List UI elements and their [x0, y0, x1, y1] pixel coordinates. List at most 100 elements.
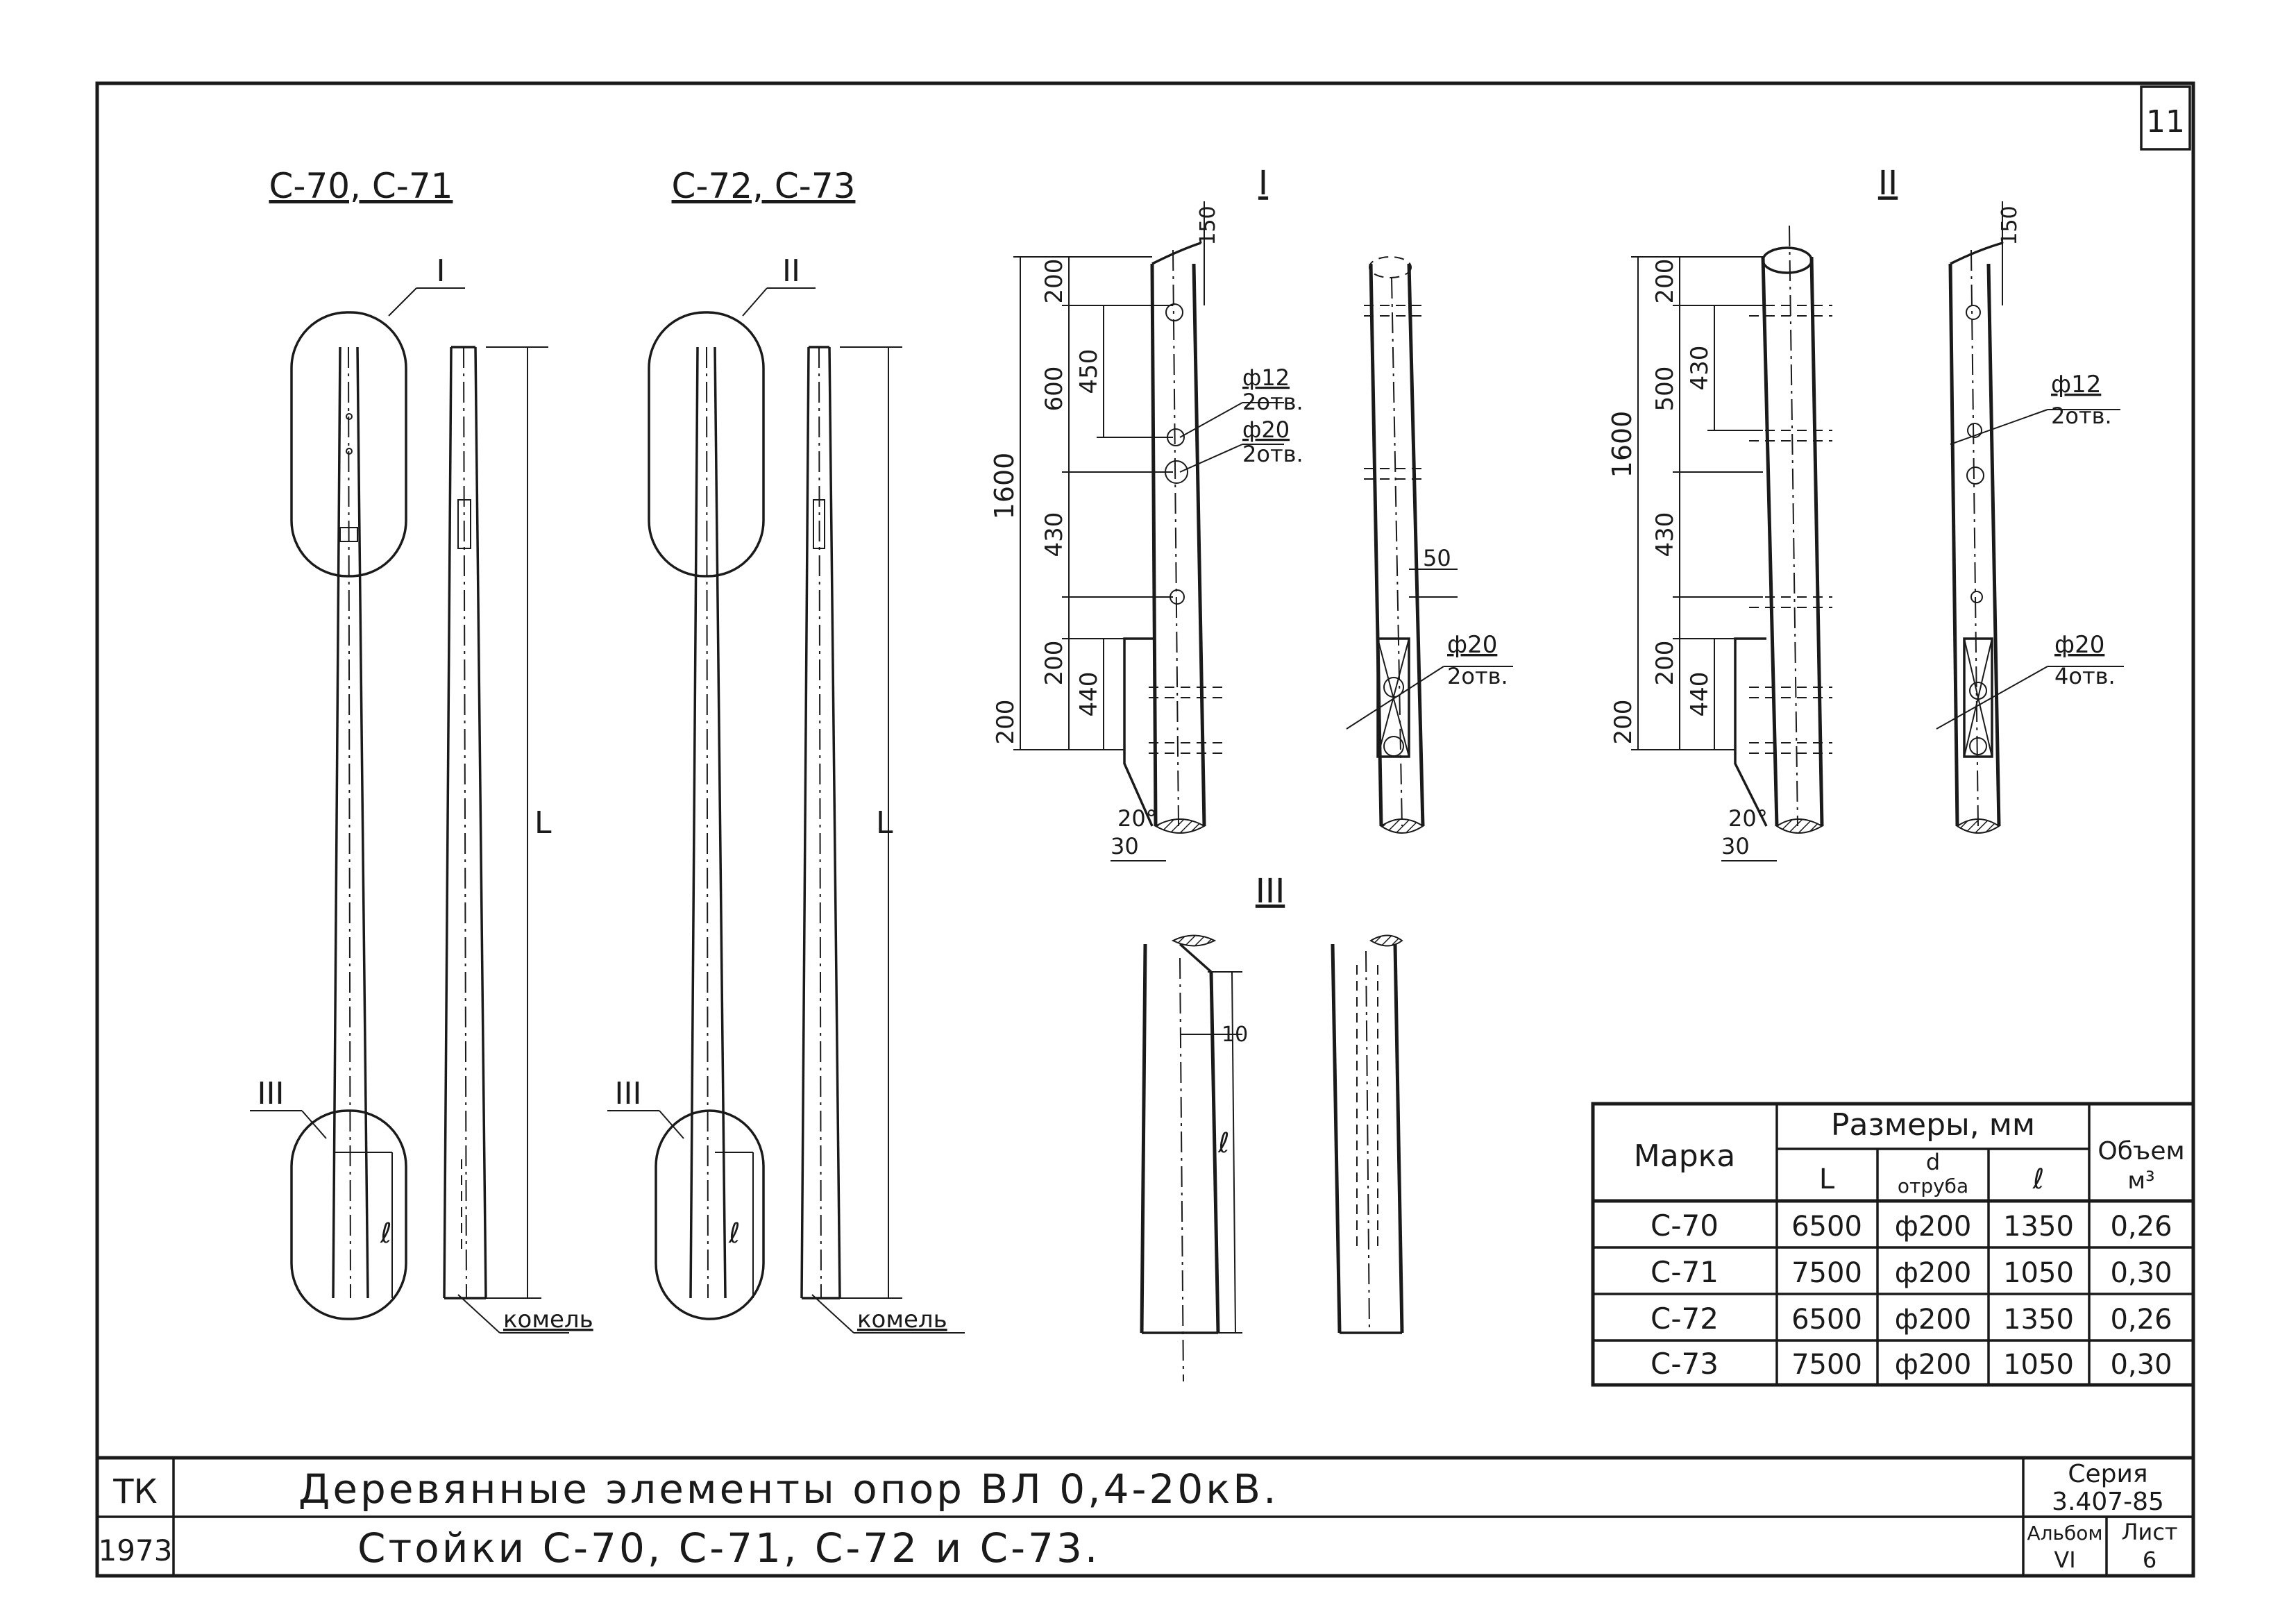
- detail-2: II 200 500 430 1600 430 200: [1607, 164, 2124, 861]
- d2-dim-20deg: 20°: [1728, 805, 1768, 832]
- sheet-value: 6: [2143, 1547, 2156, 1573]
- d1-dim-440: 440: [1075, 672, 1103, 717]
- d1-hole-12-count: 2отв.: [1242, 389, 1303, 415]
- sheet-label: Лист: [2121, 1519, 2177, 1545]
- detail-3-title: III: [1256, 872, 1285, 911]
- d2-dim-200-top: 200: [1651, 259, 1679, 304]
- detail-1-title: I: [1258, 164, 1268, 203]
- d3-dim-10: 10: [1222, 1023, 1248, 1047]
- row-d: ф200: [1895, 1304, 1972, 1336]
- sheet-frame: [95, 81, 2195, 1578]
- row-mark: С-72: [1651, 1302, 1719, 1336]
- title-block: ТК 1973 Деревянные элементы опор ВЛ 0,4-…: [97, 1456, 2193, 1576]
- d1-dim-30: 30: [1111, 833, 1139, 859]
- pole-a-dim-L: L: [534, 805, 552, 841]
- detail-1: I 200 600 450 1600 430 200 440: [989, 164, 1513, 861]
- table-col-volume-unit: м³: [2127, 1167, 2154, 1195]
- d1-dim-200-mid: 200: [1040, 641, 1068, 686]
- row-L: 7500: [1791, 1257, 1862, 1289]
- row-mark: С-73: [1651, 1347, 1719, 1381]
- table-col-d-bottom: отруба: [1898, 1175, 1968, 1197]
- title-line-2: Стойки С-70, С-71, С-72 и С-73.: [357, 1524, 1100, 1572]
- row-mark: С-71: [1651, 1255, 1719, 1289]
- d2-hole-12-count: 2отв.: [2051, 403, 2112, 429]
- d1-dim-430: 430: [1040, 512, 1068, 557]
- row-v: 0,26: [2110, 1211, 2172, 1243]
- table-col-sizes: Размеры, мм: [1831, 1107, 2035, 1143]
- year: 1973: [99, 1533, 173, 1567]
- d2-dim-1600: 1600: [1607, 411, 1637, 478]
- row-l: 1350: [2003, 1304, 2074, 1336]
- row-d: ф200: [1895, 1349, 1972, 1381]
- group-b-title: С-72, С-73: [672, 166, 856, 206]
- table-col-l: ℓ: [2032, 1163, 2045, 1195]
- detail-2-title: II: [1878, 164, 1898, 203]
- title-line-1: Деревянные элементы опор ВЛ 0,4-20кВ.: [298, 1465, 1279, 1513]
- d2-hole-12: ф12: [2051, 371, 2101, 398]
- row-l: 1050: [2003, 1349, 2074, 1381]
- table-row: С-72 6500 ф200 1350 0,26: [1651, 1302, 2172, 1336]
- callout-3a-label: III: [258, 1076, 285, 1111]
- d2-dim-430: 430: [1651, 512, 1679, 557]
- d1-dim-50: 50: [1423, 545, 1451, 571]
- pole-c72-side: L комель: [800, 346, 965, 1334]
- table-col-d-top: d: [1926, 1149, 1940, 1175]
- sheet-number: 11: [2146, 104, 2185, 140]
- org-code: ТК: [112, 1472, 157, 1511]
- sheet-number-box: [2140, 85, 2191, 151]
- d1-hole-20b: ф20: [1447, 631, 1497, 659]
- pole-c72-front: ℓ: [648, 311, 765, 1320]
- d2-dim-150: 150: [1998, 205, 2022, 245]
- table-row: С-71 7500 ф200 1050 0,30: [1651, 1255, 2172, 1289]
- table-row: С-70 6500 ф200 1350 0,26: [1651, 1209, 2172, 1243]
- d3-dim-l: ℓ: [1217, 1127, 1230, 1159]
- d2-dim-500: 500: [1651, 367, 1679, 412]
- butt-label-a: комель: [503, 1306, 593, 1334]
- callout-3b-label: III: [615, 1076, 642, 1111]
- d2-hole-20: ф20: [2054, 631, 2104, 659]
- pole-c70-front: ℓ: [290, 311, 407, 1320]
- table-col-mark: Марка: [1634, 1138, 1735, 1174]
- table-row: С-73 7500 ф200 1050 0,30: [1651, 1347, 2172, 1381]
- table-col-L: L: [1819, 1163, 1835, 1195]
- d1-dim-150: 150: [1196, 205, 1220, 245]
- butt-label-b: комель: [857, 1306, 947, 1334]
- d1-dim-450: 450: [1075, 349, 1103, 394]
- pole-b-dim-L: L: [876, 805, 893, 841]
- d2-dim-430-top: 430: [1686, 346, 1714, 391]
- row-L: 7500: [1791, 1349, 1862, 1381]
- row-L: 6500: [1791, 1304, 1862, 1336]
- album-label: Альбом: [2027, 1522, 2102, 1545]
- d1-hole-20b-count: 2отв.: [1447, 663, 1508, 689]
- d2-hole-20-count: 4отв.: [2054, 663, 2116, 689]
- series-value: 3.407-85: [2052, 1488, 2164, 1516]
- row-mark: С-70: [1651, 1209, 1719, 1243]
- row-d: ф200: [1895, 1257, 1972, 1289]
- row-l: 1350: [2003, 1211, 2074, 1243]
- row-d: ф200: [1895, 1211, 1972, 1243]
- pole-b-dim-l: ℓ: [728, 1218, 741, 1250]
- row-v: 0,30: [2110, 1257, 2172, 1289]
- d1-hole-20-count: 2отв.: [1242, 441, 1303, 467]
- overall-views: С-70, С-71 С-72, С-73 ℓ I III: [250, 166, 965, 1334]
- row-v: 0,26: [2110, 1304, 2172, 1336]
- callout-2-label: II: [782, 253, 800, 289]
- d1-dim-600: 600: [1040, 367, 1068, 412]
- row-l: 1050: [2003, 1257, 2074, 1289]
- d2-dim-200-mid: 200: [1651, 641, 1679, 686]
- pole-a-dim-l: ℓ: [380, 1218, 392, 1250]
- d2-dim-440: 440: [1686, 672, 1714, 717]
- table-col-volume: Объем: [2097, 1137, 2184, 1166]
- d2-dim-30: 30: [1721, 833, 1750, 859]
- d1-dim-1600: 1600: [989, 453, 1020, 520]
- pole-c70-side: L комель: [443, 346, 593, 1334]
- d1-dim-200-low: 200: [992, 700, 1020, 745]
- d1-hole-20: ф20: [1242, 417, 1290, 443]
- group-a-title: С-70, С-71: [269, 166, 453, 206]
- d1-hole-12: ф12: [1242, 364, 1290, 391]
- specification-table: Марка Размеры, мм L d отруба ℓ Объем м³ …: [1591, 1102, 2195, 1387]
- series-label: Серия: [2068, 1460, 2147, 1488]
- album-value: VI: [2054, 1547, 2075, 1573]
- row-v: 0,30: [2110, 1349, 2172, 1381]
